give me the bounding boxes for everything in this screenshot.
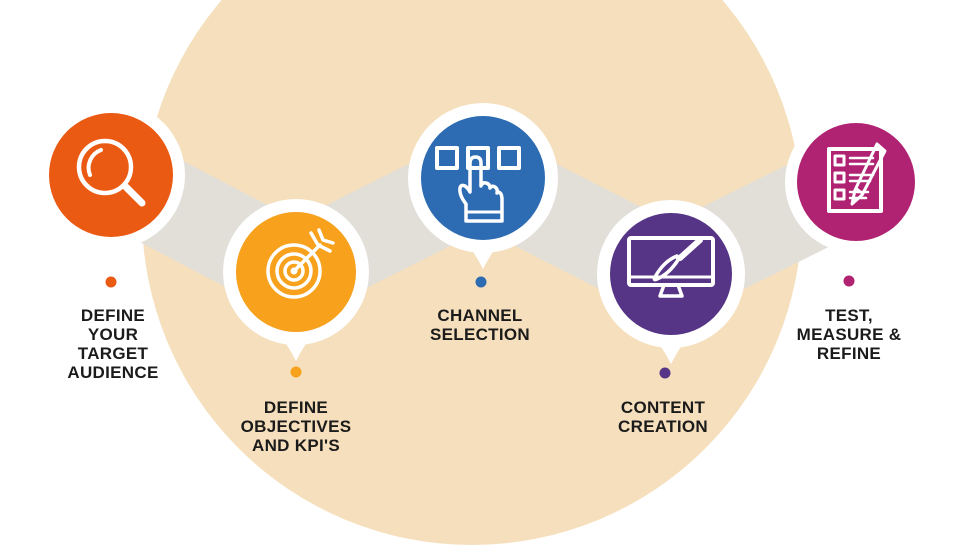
label-line: MEASURE & (796, 325, 902, 344)
step-label-channel-selection: CHANNEL SELECTION (430, 306, 530, 344)
step-dot (475, 276, 487, 288)
step-dot (105, 276, 117, 288)
checklist-pen-icon (827, 142, 887, 213)
monitor-paintbrush-icon (627, 236, 715, 298)
label-line: CONTENT (620, 398, 706, 417)
step-node-content-creation (597, 200, 745, 379)
step-dot (290, 366, 302, 378)
step-dot (843, 275, 855, 287)
label-line: REFINE (816, 344, 882, 363)
node-circle (610, 213, 732, 335)
label-line: CHANNEL (437, 306, 523, 325)
node-circle (49, 113, 173, 237)
label-line: DEFINE (263, 398, 329, 417)
step-label-define-objectives-and-kpis: DEFINE OBJECTIVES AND KPI'S (241, 398, 352, 455)
label-line: SELECTION (430, 325, 530, 344)
label-line: DEFINE (80, 306, 146, 325)
target-dart-icon (266, 228, 335, 299)
label-line: TARGET (77, 344, 149, 363)
step-node-channel-selection (408, 103, 558, 288)
step-node-define-your-target-audience (37, 101, 185, 288)
step-label-test-measure-refine: TEST, MEASURE & REFINE (797, 306, 902, 363)
hand-select-icon (435, 146, 521, 223)
background-circle (142, 0, 802, 545)
step-node-test-measure-refine (785, 111, 927, 287)
step-label-define-your-target-audience: DEFINE YOUR TARGET AUDIENCE (67, 306, 158, 382)
label-line: AUDIENCE (67, 363, 159, 382)
step-dot (659, 367, 671, 379)
label-line: TEST, (825, 306, 873, 325)
label-line: YOUR (87, 325, 139, 344)
label-line: OBJECTIVES (240, 417, 352, 436)
label-line: CREATION (618, 417, 708, 436)
step-node-define-objectives-and-kpis (223, 199, 369, 378)
label-line: AND KPI'S (252, 436, 340, 455)
magnifier-icon (76, 138, 146, 207)
step-label-content-creation: CONTENT CREATION (618, 398, 708, 436)
